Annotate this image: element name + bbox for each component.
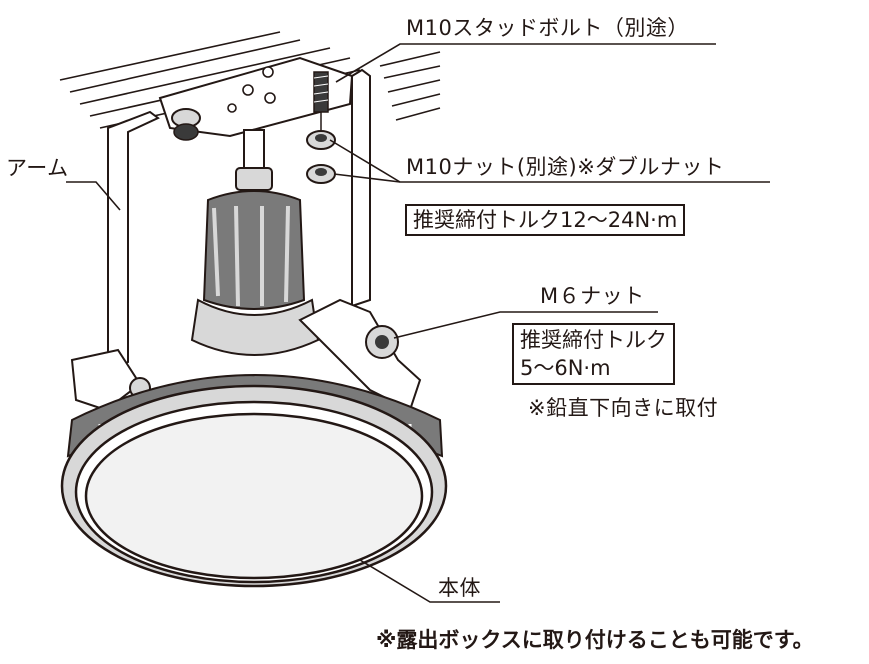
vertical-note: ※鉛直下向きに取付 (528, 396, 719, 420)
torque-m6-box: 推奨締付トルク 5～6N·m (512, 323, 675, 385)
mounting-plate (158, 56, 354, 138)
body-label: 本体 (438, 576, 481, 600)
torque-m10-box: 推奨締付トルク12～24N·m (405, 204, 686, 236)
m6-nut (129, 325, 399, 399)
m10-nut-label: M10ナット(別途)※ダブルナット (406, 155, 725, 179)
m10-double-nut (306, 112, 336, 184)
footer-note: ※露出ボックスに取り付けることも可能です。 (376, 628, 814, 652)
torque-m6-line2: 5～6N·m (520, 356, 611, 380)
left-nut (171, 108, 201, 141)
arm-label: アーム (6, 156, 69, 180)
m6-nut-label: M６ナット (540, 284, 645, 308)
torque-m6-line1: 推奨締付トルク (520, 328, 667, 352)
leader-lines (66, 43, 770, 603)
driver-housing (190, 190, 320, 356)
stud-bolt (313, 71, 329, 113)
fixture-body (60, 384, 448, 588)
stud-bolt-label: M10スタッドボルト（別途） (406, 16, 689, 40)
yoke-bracket (70, 298, 422, 412)
